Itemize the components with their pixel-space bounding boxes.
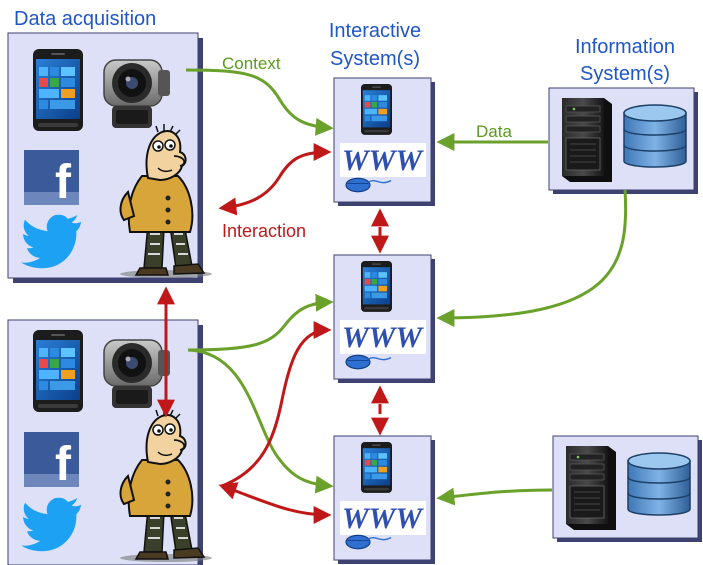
context-label: Context [222, 54, 281, 73]
svg-text:f: f [55, 156, 72, 209]
interaction-arrow-box3 [218, 482, 332, 524]
facebook-icon: f [24, 432, 79, 491]
information-systems-title-line2: System(s) [580, 63, 670, 85]
interaction-arrow-box2 [221, 321, 332, 488]
interaction-label: Interaction [222, 221, 306, 241]
context-arrow-to-box3 [187, 348, 334, 494]
interactive-system-box-1: WWW [333, 77, 435, 206]
facebook-icon: f [24, 150, 79, 209]
information-system-box-1 [548, 87, 698, 194]
green-arrows [185, 68, 628, 506]
interactive-systems-title-line1: Interactive [329, 20, 421, 42]
smartphone-icon [33, 49, 83, 131]
server-tower-icon [561, 97, 613, 183]
data-arrow-bottom [436, 487, 553, 506]
interactive-system-box-3: WWW [333, 435, 435, 564]
www-logo: WWW [342, 144, 424, 177]
www-logo: WWW [342, 502, 424, 535]
server-tower-icon [565, 445, 617, 531]
interactive-system-box-2: WWW [333, 254, 435, 383]
smartphone-icon [33, 330, 83, 412]
context-arrow-to-box2 [187, 293, 334, 352]
red-arrows [157, 143, 389, 524]
database-cylinder-icon [623, 104, 687, 168]
svg-text:f: f [55, 438, 72, 491]
information-systems-title-line1: Information [575, 36, 675, 58]
smartphone-icon [361, 84, 392, 135]
smartphone-icon [361, 442, 392, 493]
context-arrow [185, 68, 334, 136]
information-system-box-2 [552, 435, 702, 542]
data-arrow-middle [436, 189, 628, 327]
data-label: Data [476, 122, 512, 141]
www-logo: WWW [342, 321, 424, 354]
interactive-systems-title-line2: System(s) [330, 48, 420, 70]
database-cylinder-icon [627, 452, 691, 516]
smartphone-icon [361, 261, 392, 312]
data-acquisition-title: Data acquisition [14, 8, 156, 30]
interaction-arrow-top [218, 143, 332, 216]
